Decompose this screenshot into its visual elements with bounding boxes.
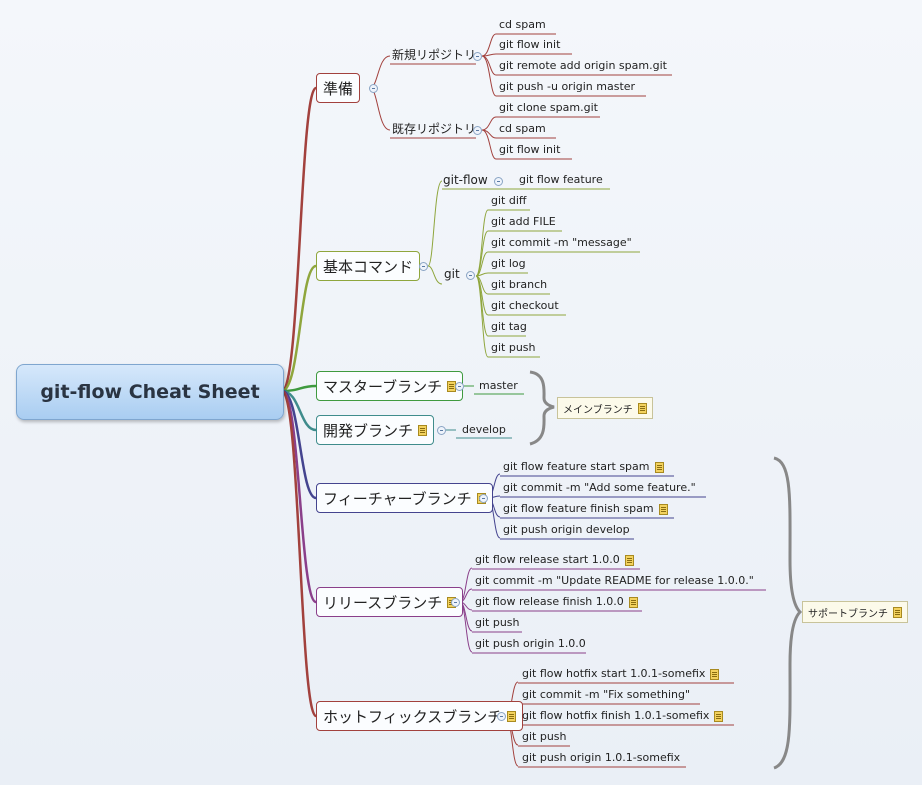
topic-prep[interactable]: 準備 [316, 73, 361, 103]
collapse-icon[interactable] [497, 712, 506, 721]
leaf-item: git push -u origin master [499, 80, 636, 93]
topic-master-branch[interactable]: マスターブランチ [316, 371, 464, 401]
leaf-item: git push [522, 730, 567, 743]
leaf-item: git log [491, 257, 526, 270]
collapse-icon[interactable] [451, 598, 460, 607]
root-topic[interactable]: git-flow Cheat Sheet [16, 364, 284, 420]
leaf-item: git diff [491, 194, 527, 207]
leaf-item: cd spam [499, 122, 546, 135]
topic-feature-label: フィーチャーブランチ [323, 489, 472, 508]
leaf-item: git branch [491, 278, 548, 291]
callout-main-branch[interactable]: メインブランチ [557, 397, 653, 419]
branch-label-new-repo: 新規リポジトリ [392, 48, 477, 62]
leaf-item: git checkout [491, 299, 559, 312]
edge-root-feature [281, 389, 317, 500]
leaf-item: git flow init [499, 38, 561, 51]
leaf-item: git add FILE [491, 215, 556, 228]
leaf-item: git flow release start 1.0.0 [475, 552, 634, 568]
leaf-item: git flow hotfix start 1.0.1-somefix [522, 666, 720, 682]
topic-basic-commands[interactable]: 基本コマンド [316, 251, 421, 281]
note-icon[interactable] [710, 668, 720, 680]
topic-develop-label: 開発ブランチ [323, 421, 414, 440]
note-icon[interactable] [628, 596, 638, 608]
leaf-item: git push origin develop [503, 523, 630, 536]
collapse-icon[interactable] [473, 52, 482, 61]
leaf-item: git commit -m "Add some feature." [503, 481, 696, 494]
collapse-icon[interactable] [419, 262, 428, 271]
callout-support-branch[interactable]: サポートブランチ [802, 601, 908, 623]
leaf-item: git flow feature [519, 173, 603, 186]
topic-master-label: マスターブランチ [323, 377, 443, 396]
topic-hotfix-branch[interactable]: ホットフィックスブランチ [316, 701, 524, 731]
topic-develop-branch[interactable]: 開発ブランチ [316, 415, 435, 445]
collapse-icon[interactable] [473, 126, 482, 135]
leaf-item: git clone spam.git [499, 101, 598, 114]
collapse-icon[interactable] [437, 426, 446, 435]
collapse-icon[interactable] [455, 382, 464, 391]
callout-main-branch-label: メインブランチ [563, 404, 633, 416]
topic-release-branch[interactable]: リリースブランチ [316, 587, 464, 617]
note-icon[interactable] [418, 424, 428, 436]
leaf-item: git flow feature finish spam [503, 501, 668, 517]
leaf-item: git commit -m "Update README for release… [475, 574, 754, 587]
branch-label-git: git [444, 267, 460, 281]
leaf-item: git push [475, 616, 520, 629]
topic-prep-label: 準備 [323, 79, 354, 98]
topic-feature-branch[interactable]: フィーチャーブランチ [316, 483, 493, 513]
leaf-item: git tag [491, 320, 527, 333]
leaf-item: git commit -m "Fix something" [522, 688, 691, 701]
note-icon[interactable] [893, 606, 902, 618]
topic-hotfix-label: ホットフィックスブランチ [323, 707, 503, 726]
note-icon[interactable] [658, 503, 668, 515]
edge-root-basic [281, 264, 317, 393]
note-icon[interactable] [624, 554, 634, 566]
leaf-item: git push origin 1.0.1-somefix [522, 751, 681, 764]
edge-root-hotfix [280, 389, 318, 718]
leaf-item: git push [491, 341, 536, 354]
leaf-item: git flow hotfix finish 1.0.1-somefix [522, 708, 724, 724]
collapse-icon[interactable] [369, 84, 378, 93]
topic-release-label: リリースブランチ [323, 593, 443, 612]
leaf-item: git flow feature start spam [503, 459, 664, 475]
note-icon[interactable] [637, 402, 647, 414]
branch-label-existing-repo: 既存リポジトリ [392, 122, 477, 136]
callout-support-branch-label: サポートブランチ [808, 608, 888, 620]
note-icon[interactable] [507, 710, 517, 722]
collapse-icon[interactable] [479, 494, 488, 503]
leaf-item: master [479, 379, 518, 392]
leaf-item: git remote add origin spam.git [499, 59, 667, 72]
edge-root-release [281, 389, 318, 604]
leaf-item: cd spam [499, 18, 546, 31]
leaf-item: develop [462, 423, 506, 436]
leaf-item: git flow init [499, 143, 561, 156]
main-branch-brace [529, 370, 555, 446]
support-branch-brace [773, 456, 803, 770]
branch-label-git-flow: git-flow [443, 173, 488, 187]
leaf-item: git push origin 1.0.0 [475, 637, 586, 650]
note-icon[interactable] [654, 461, 664, 473]
collapse-icon[interactable] [466, 271, 475, 280]
topic-basic-label: 基本コマンド [323, 257, 414, 276]
collapse-icon[interactable] [494, 177, 503, 186]
leaf-item: git flow release finish 1.0.0 [475, 594, 638, 610]
leaf-item: git commit -m "message" [491, 236, 632, 249]
note-icon[interactable] [714, 710, 724, 722]
edge-root-prep [280, 86, 318, 393]
